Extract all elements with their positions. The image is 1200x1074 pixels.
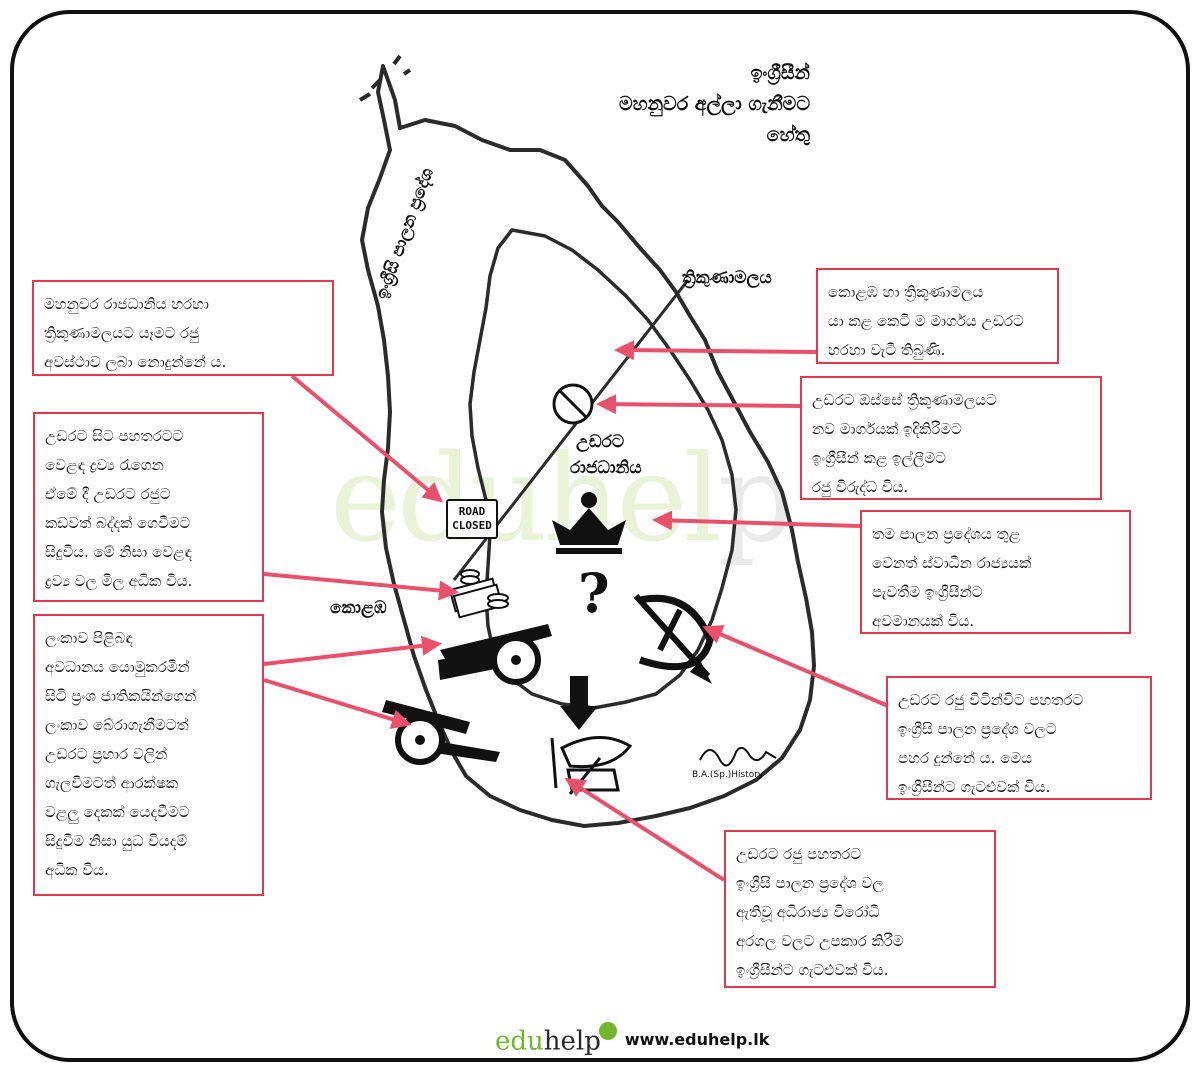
box-line: මහනුවර රාජධානිය හරහා bbox=[44, 295, 209, 313]
kandy-label-line2: රාජධානිය bbox=[570, 458, 642, 478]
box-line: ද්‍රව්‍ය වල මිල අධික විය. bbox=[45, 572, 193, 590]
reason-box-8: උඩරට රජු පහතරට ඉංග්‍රීසි පාලන ප්‍රදේශ වල… bbox=[724, 830, 996, 988]
box-line: උඩරට රජු විටින්විට පහතරට bbox=[898, 691, 1084, 709]
box-line: සිටි ප්‍රංශ ජාතිකයින්ගෙන් bbox=[45, 687, 197, 705]
page-frame bbox=[10, 10, 1190, 1062]
reason-box-2: උඩරට සිට පහතරටට වෙළඳ ද්‍රව්‍ය රැගෙන ඒමේ … bbox=[33, 412, 264, 602]
box-line: අධික විය. bbox=[45, 861, 109, 879]
kandy-boundary bbox=[468, 228, 738, 710]
box-line: යා කළ කෙටි ම මාර්ගය උඩරට bbox=[828, 312, 1024, 330]
box-line: තම පාලන ප්‍රදේශය තුළ bbox=[872, 525, 1021, 543]
box-line: පහර දුන්නේ ය. මෙය bbox=[898, 749, 1032, 767]
eduhelp-watermark: eduhelp bbox=[330, 430, 795, 569]
down-arrow-icon bbox=[560, 676, 598, 730]
box-line: අවස්ථාව ලබා නොදුන්නේ ය. bbox=[44, 353, 227, 371]
box-line: ඉංග්‍රීසීන්ට ගැටළුවක් විය. bbox=[898, 778, 1051, 796]
box-line: අවමානයක් විය. bbox=[872, 612, 974, 630]
road-sign-line1: ROAD bbox=[458, 505, 486, 518]
box-line: පැවතීම ඉංග්‍රීසීන්ට bbox=[872, 583, 983, 601]
box-line: සිදුවීම නිසා යුධ වියදම් bbox=[45, 832, 188, 850]
box-line: ඉංග්‍රීසි පාලන ප්‍රදේශ වල bbox=[736, 874, 884, 892]
box-line: උඩරට ඔස්සේ ත්‍රිකුණාමලයට bbox=[812, 391, 997, 409]
title-line: හේතු bbox=[766, 124, 810, 146]
box-line: රජු විරුද්ධ විය. bbox=[812, 478, 909, 496]
road-closed-sign-icon: ROAD CLOSED bbox=[446, 499, 498, 539]
reason-box-4: කොළඹ හා ත්‍රිකුණාමලය යා කළ කෙටි ම මාර්ගය… bbox=[816, 268, 1059, 364]
colombo-label: කොළඹ bbox=[330, 598, 387, 618]
box-line: ත්‍රිකුණාමලයට යෑමට රජු bbox=[44, 324, 200, 342]
reason-box-7: උඩරට රජු විටින්විට පහතරට ඉංග්‍රීසි පාලන … bbox=[886, 676, 1152, 800]
northern-islets bbox=[358, 54, 412, 102]
reason-box-6: තම පාලන ප්‍රදේශය තුළ වෙනත් ස්වාධීන රාජ්‍… bbox=[860, 510, 1131, 634]
box-line: අවධානය යොමුකරමින් bbox=[45, 658, 190, 676]
box-line: ඇතිවූ අධිරාජ්‍ය විරෝධී bbox=[736, 903, 880, 921]
box-line: සිදුවිය. මේ නිසා වෙළඳ bbox=[45, 543, 193, 561]
footer: eduhelp www.eduhelp.lk bbox=[495, 1021, 770, 1056]
box-line: හරහා වැටී තිබුණි. bbox=[828, 341, 946, 359]
box-line: ඒමේ දී උඩරට රජුට bbox=[45, 485, 171, 503]
reason-box-5: උඩරට ඔස්සේ ත්‍රිකුණාමලයට නව මාර්ගයක් ඉදි… bbox=[800, 376, 1102, 500]
box-line: ඉංග්‍රීසීන්ට ගැටළුවක් විය. bbox=[736, 961, 889, 979]
box-line: කොළඹ හා ත්‍රිකුණාමලය bbox=[828, 283, 984, 301]
crown-icon bbox=[552, 492, 626, 554]
helmet-weapons-icon bbox=[550, 736, 633, 795]
cannon-icon bbox=[382, 700, 500, 765]
footer-url[interactable]: www.eduhelp.lk bbox=[624, 1029, 770, 1049]
box-line: වළලු දෙකක් යෙදවීමට bbox=[45, 803, 190, 821]
no-entry-sign-icon bbox=[552, 383, 594, 425]
title-line: ඉංග්‍රීසීන් bbox=[750, 62, 810, 84]
box-line: නව මාර්ගයක් ඉදිකිරීමට bbox=[812, 420, 962, 438]
box-line: ලංකාව බේරාගැනීමටත් bbox=[45, 716, 189, 734]
box-line: ඉංග්‍රීසි පාලන ප්‍රදේශ වලට bbox=[898, 720, 1057, 738]
box-line: උඩරට ප්‍රහාර වලින් bbox=[45, 745, 168, 763]
money-stack-icon bbox=[448, 569, 509, 619]
map-title: ඉංග්‍රීසීන් මහනුවර අල්ලා ගැනීමට හේතු bbox=[540, 58, 810, 151]
box-line: ලංකාව පිළිබඳ bbox=[45, 629, 133, 647]
cannon-icon bbox=[438, 624, 552, 685]
box-line: වෙළඳ ද්‍රව්‍ය රැගෙන bbox=[45, 456, 164, 474]
box-line: කඩවත් බද්දක් ගෙවීමට bbox=[45, 514, 191, 532]
box-line: උඩරට සිට පහතරටට bbox=[45, 427, 184, 445]
reason-box-3: ලංකාව පිළිබඳ අවධානය යොමුකරමින් සිටි ප්‍ර… bbox=[33, 614, 264, 896]
reason-box-1: මහනුවර රාජධානිය හරහා ත්‍රිකුණාමලයට යෑමට … bbox=[32, 280, 334, 376]
box-line: අරගල වලට උපකාර කිරීම bbox=[736, 932, 904, 950]
box-line: ගැලවීමටත් ආරක්ෂක bbox=[45, 774, 179, 792]
signature bbox=[699, 746, 777, 767]
island-outline bbox=[360, 64, 816, 828]
box-line: උඩරට රජු පහතරට bbox=[736, 845, 862, 863]
kandy-label-line1: උඩරට bbox=[576, 432, 625, 452]
eduhelp-logo: eduhelp bbox=[495, 1021, 617, 1056]
pointer-arrows bbox=[263, 340, 889, 882]
road-sign-line2: CLOSED bbox=[452, 519, 492, 532]
box-line: ඉංග්‍රීසීන් කළ ඉල්ලීමට bbox=[812, 449, 946, 467]
question-mark-icon: ? bbox=[578, 561, 610, 625]
title-line: මහනුවර අල්ලා ගැනීමට bbox=[619, 93, 810, 115]
arrowhead-icon bbox=[690, 660, 712, 684]
signature-credit: B.A.(Sp.)History bbox=[692, 770, 764, 780]
trincomalee-label: ත්‍රිකුණාමලය bbox=[682, 268, 772, 288]
box-line: වෙනත් ස්වාධීන රාජ්‍යයක් bbox=[872, 554, 1032, 572]
